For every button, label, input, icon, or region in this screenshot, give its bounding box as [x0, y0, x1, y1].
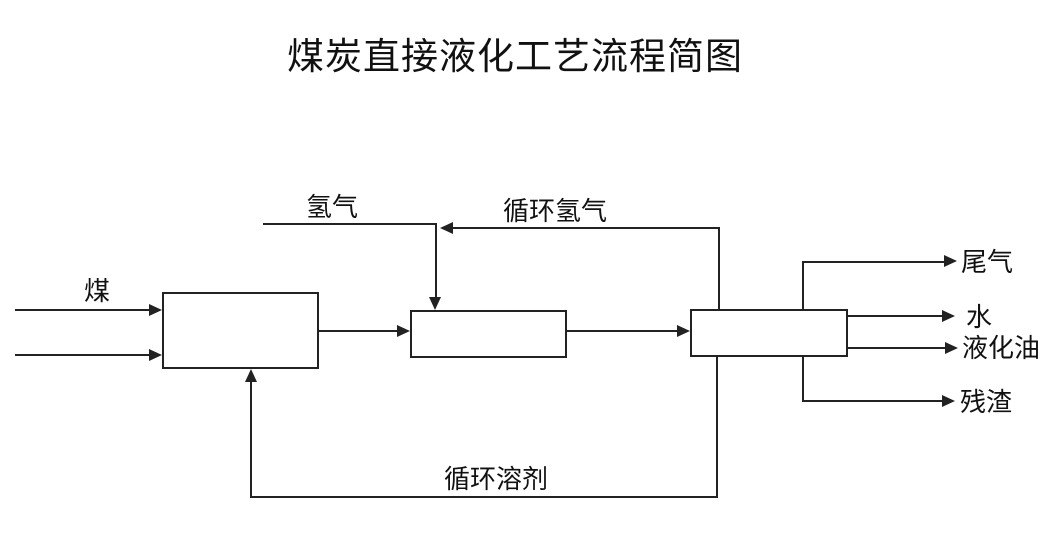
hydrogen-junction-vline	[435, 224, 437, 298]
recycle-solvent-left-vline	[250, 381, 252, 497]
hydrogen-line	[263, 223, 437, 225]
recycle-solvent-bottom-hline	[250, 496, 718, 498]
tail-gas-label: 尾气	[961, 247, 1014, 277]
process-box-2	[410, 310, 567, 358]
recycle-hydrogen-hline	[453, 227, 720, 229]
box2-to-box3-line	[567, 330, 678, 332]
coal-feed-line-top	[15, 309, 150, 311]
coal-feed-arrowhead-bottom	[149, 349, 162, 361]
residue-arrowhead	[942, 395, 955, 407]
tail-gas-arrowhead	[944, 255, 957, 267]
hydrogen-down-arrowhead	[429, 297, 441, 310]
liquefied-oil-line	[848, 347, 945, 349]
water-label: 水	[966, 302, 993, 332]
box1-to-box2-line	[319, 330, 398, 332]
coal-feed-line-bottom	[15, 354, 150, 356]
tail-gas-vline	[802, 261, 804, 309]
residue-hline	[802, 400, 942, 402]
water-arrowhead	[942, 310, 955, 322]
recycle-hydrogen-vline	[718, 227, 720, 309]
recycle-hydrogen-arrowhead	[440, 222, 453, 234]
water-line	[848, 315, 942, 317]
process-box-3	[690, 309, 848, 357]
recycle-solvent-up-arrowhead	[245, 369, 257, 382]
residue-vline	[802, 357, 804, 401]
coal-feed-arrowhead-top	[149, 304, 162, 316]
liquefied-oil-label: 液化油	[962, 333, 1041, 363]
liquefied-oil-arrowhead	[945, 342, 958, 354]
tail-gas-hline	[802, 261, 944, 263]
coal-label: 煤	[83, 276, 110, 306]
residue-label: 残渣	[960, 387, 1013, 417]
hydrogen-label: 氢气	[305, 192, 358, 222]
recycle-solvent-right-vline	[716, 357, 718, 498]
recycle-solvent-label: 循环溶剂	[443, 464, 548, 494]
box1-to-box2-arrowhead	[397, 325, 410, 337]
box2-to-box3-arrowhead	[677, 325, 690, 337]
recycle-hydrogen-label: 循环氢气	[502, 196, 607, 226]
diagram-title: 煤炭直接液化工艺流程简图	[287, 36, 743, 77]
process-box-1	[162, 292, 319, 369]
